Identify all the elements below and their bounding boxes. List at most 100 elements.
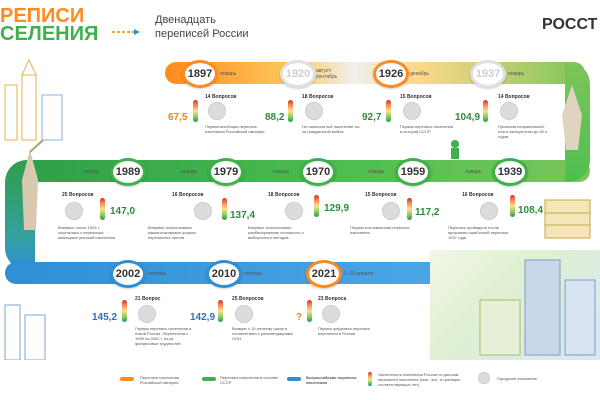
urban-pie-2002 [138, 305, 156, 323]
population-1937: 104,9 [455, 112, 481, 123]
arrow-icon [112, 22, 140, 35]
note-1926: Первая перепись населения в истории СССР [400, 124, 454, 134]
note-1959: Первая послевоенная перепись населения [350, 225, 410, 235]
city-illustration-bottom-left [0, 290, 55, 361]
population-1897: 67,5 [168, 112, 188, 123]
questions-1926: 15 Вопросов [400, 94, 432, 100]
population-1970: 129,9 [324, 203, 350, 214]
population-1959: 117,2 [415, 207, 440, 218]
thermometer-1939 [510, 195, 515, 217]
questions-1989: 25 Вопросов [62, 192, 94, 198]
questions-2010: 25 Вопросов [232, 296, 264, 302]
questions-2021: 23 Вопроса [318, 296, 347, 302]
note-2021: Первая цифровая перепись населения в Рос… [318, 326, 371, 336]
legend-thermometer [368, 372, 372, 386]
year-1979: 1979 [208, 158, 244, 186]
city-illustration-left-top [0, 55, 70, 145]
month-1939: январь [465, 169, 482, 175]
urban-pie-1937 [500, 102, 518, 120]
month-1937: январь [508, 71, 525, 77]
questions-1970: 18 Вопросов [268, 192, 300, 198]
thermometer-2021 [307, 300, 312, 322]
month-1959: январь [368, 169, 385, 175]
questions-1920: 18 Вопросов [302, 94, 334, 100]
urban-pie-1939 [480, 202, 498, 220]
thermometer-1979 [222, 198, 227, 220]
year-1959: 1959 [395, 158, 431, 186]
note-1897: Первая всеобщая перепись населения Росси… [205, 124, 265, 134]
legend-russia: Всероссийские переписи населения [306, 375, 357, 385]
legend-swatch-empire [120, 377, 134, 381]
month-1989: январь [83, 169, 100, 175]
legend-population: Численность населения России по данным п… [378, 372, 461, 387]
brand-logo: РОССТ [542, 16, 598, 33]
thermometer-1897 [193, 100, 198, 122]
legend-urban: Городское население [497, 376, 537, 381]
population-1926: 92,7 [362, 112, 382, 123]
month-2002: октябрь [148, 271, 167, 277]
building-illustration-right [540, 195, 595, 240]
logo-line1: РЕПИСИ [0, 5, 85, 27]
year-1937: 1937 [470, 60, 506, 88]
thermometer-1970 [314, 195, 319, 217]
page-title-line1: Двенадцать [155, 14, 216, 26]
thermometer-2002 [122, 300, 127, 322]
questions-2002: 21 Вопрос [135, 296, 161, 302]
questions-1979: 16 Вопросов [172, 192, 204, 198]
urban-pie-1989 [65, 202, 83, 220]
note-1939: Перепись проведена после признания ошибо… [448, 225, 509, 240]
year-1920: 1920 [280, 60, 316, 88]
population-1979: 137,4 [230, 210, 256, 221]
urban-pie-1920 [305, 102, 323, 120]
year-1939: 1939 [492, 158, 528, 186]
legend-swatch-ussr [202, 377, 216, 381]
year-2002: 2002 [110, 260, 146, 288]
note-1937: Признана неправильной, итоги засекречены… [498, 124, 548, 139]
legend-swatch-russia [287, 377, 301, 381]
city-illustration-bottom-right [430, 250, 600, 360]
population-1920: 88,2 [265, 112, 285, 123]
note-1989: Впервые после 1926 г. сочеталась с переп… [58, 225, 115, 240]
logo-line2: СЕЛЕНИЯ [0, 23, 99, 45]
thermometer-1989 [100, 198, 105, 220]
month-2021: 1–30 апреля [344, 271, 374, 277]
year-1970: 1970 [300, 158, 336, 186]
population-2002: 145,2 [92, 312, 118, 323]
month-1970: январь [273, 169, 290, 175]
statue-illustration [8, 139, 53, 240]
month-2010: октябрь [244, 271, 263, 277]
legend-ussr: Переписи населения в составе СССР [220, 375, 278, 385]
page-title-line2: переписей России [155, 28, 249, 40]
urban-pie-2021 [322, 305, 340, 323]
year-1897: 1897 [182, 60, 218, 88]
questions-1959: 15 Вопросов [365, 192, 397, 198]
month-1979: январь [181, 169, 198, 175]
month-1897: январь [220, 71, 237, 77]
urban-pie-1959 [382, 202, 400, 220]
urban-pie-1926 [403, 102, 421, 120]
note-1979: Впервые использованы машиночитаемые форм… [148, 225, 196, 240]
population-2021: ? [296, 312, 303, 323]
population-1989: 147,0 [110, 206, 136, 217]
urban-pie-1979 [194, 202, 212, 220]
note-1970: Впервые использовано комбинирование спло… [248, 225, 304, 240]
thermometer-1959 [407, 198, 412, 220]
thermometer-1926 [386, 100, 391, 122]
month-1926: декабрь [410, 71, 430, 77]
urban-pie-1897 [208, 102, 226, 120]
thermometer-1937 [483, 100, 488, 122]
thermometer-1920 [288, 100, 293, 122]
legend-pie [478, 372, 490, 384]
legend-empire: Переписи населения Российской империи [140, 375, 179, 385]
urban-pie-1970 [285, 202, 303, 220]
year-2010: 2010 [206, 260, 242, 288]
population-2010: 142,9 [190, 312, 216, 323]
population-1939: 108,4 [518, 205, 544, 216]
year-1926: 1926 [373, 60, 409, 88]
thermometer-2010 [218, 300, 223, 322]
rocket-statue-illustration [550, 85, 595, 155]
urban-pie-2010 [235, 305, 253, 323]
year-1989: 1989 [110, 158, 146, 186]
questions-1897: 14 Вопросов [205, 94, 237, 100]
figure-icon [445, 138, 465, 160]
